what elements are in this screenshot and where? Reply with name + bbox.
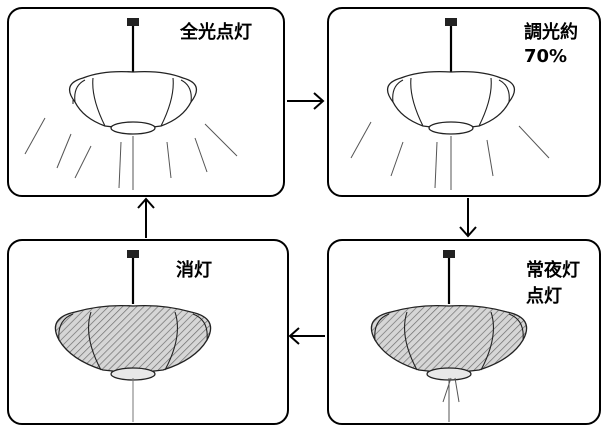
panel-dimmed: 調光約 70% — [327, 7, 601, 197]
night-glow-rays — [442, 377, 460, 422]
ceiling-lamp-dim — [350, 18, 550, 190]
ceiling-lamp-off — [54, 250, 212, 422]
panel-nightlight: 常夜灯 点灯 — [327, 239, 601, 425]
light-rays-dim — [350, 121, 550, 190]
state-label-dim-line1: 調光約 — [524, 21, 578, 43]
transition-arrow-off-to-full — [137, 197, 155, 238]
state-label-night-line1: 常夜灯 — [526, 259, 580, 281]
state-label-night-line2: 点灯 — [526, 285, 562, 307]
panel-off: 消灯 — [7, 239, 289, 425]
light-rays-full — [24, 117, 238, 190]
state-label-full: 全光点灯 — [179, 21, 252, 43]
state-label-off: 消灯 — [176, 259, 212, 281]
ceiling-lamp-night — [370, 250, 528, 422]
transition-arrow-night-to-off — [288, 327, 325, 345]
ceiling-lamp-full — [24, 18, 238, 190]
transition-arrow-full-to-dim — [287, 92, 325, 110]
panel-full-light: 全光点灯 — [7, 7, 285, 197]
transition-arrow-dim-to-night — [459, 198, 477, 238]
state-label-dim-line2: 70% — [524, 46, 567, 67]
